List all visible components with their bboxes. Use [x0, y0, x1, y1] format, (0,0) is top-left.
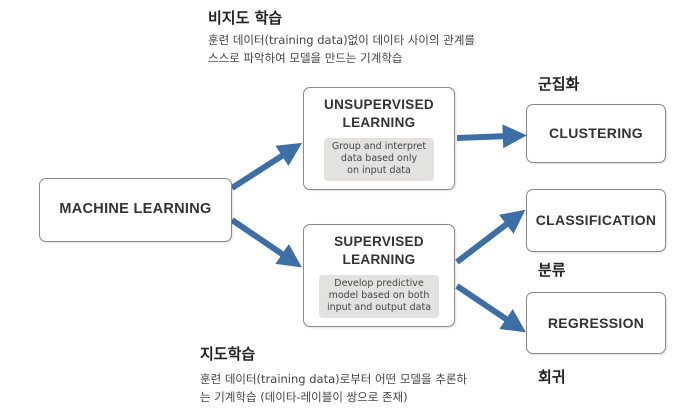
supervised-description: Develop predictive model based on both i… [318, 274, 440, 318]
supervised-title: SUPERVISED LEARNING [334, 234, 424, 267]
regression-kr-label: 회귀 [538, 368, 566, 386]
clustering-label: CLUSTERING [549, 125, 643, 142]
unsupervised-note: 훈련 데이터(training data)없이 데이타 사이의 관계를 스스로 … [208, 33, 475, 66]
clustering-kr-label: 군집화 [538, 75, 580, 93]
regression-label: REGRESSION [547, 314, 645, 331]
unsupervised-heading: 비지도 학습 [208, 9, 283, 27]
clustering-box: CLUSTERING [526, 104, 666, 163]
classification-label: CLASSIFICATION [535, 212, 657, 229]
supervised-heading: 지도학습 [200, 345, 256, 363]
arrow-unsupervised-to-clustering [456, 124, 527, 149]
machine-learning-label: MACHINE LEARNING [59, 201, 212, 218]
unsupervised-learning-box: UNSUPERVISED LEARNING Group and interpre… [303, 87, 455, 190]
unsupervised-title: UNSUPERVISED LEARNING [324, 97, 434, 130]
supervised-learning-box: SUPERVISED LEARNING Develop predictive m… [303, 224, 455, 327]
arrow-ml-to-supervised [230, 217, 302, 268]
classification-box: CLASSIFICATION [526, 189, 666, 252]
arrow-supervised-to-regression [455, 283, 526, 333]
classification-kr-label: 분류 [538, 261, 566, 279]
regression-box: REGRESSION [526, 292, 666, 354]
machine-learning-box: MACHINE LEARNING [39, 178, 232, 242]
supervised-note: 훈련 데이터(training data)로부터 어떤 모델을 추론하 는 기계… [200, 372, 467, 405]
arrow-ml-to-unsupervised [230, 142, 303, 191]
unsupervised-description: Group and interpret data based only on i… [323, 137, 435, 181]
arrow-supervised-to-classification [455, 209, 526, 265]
